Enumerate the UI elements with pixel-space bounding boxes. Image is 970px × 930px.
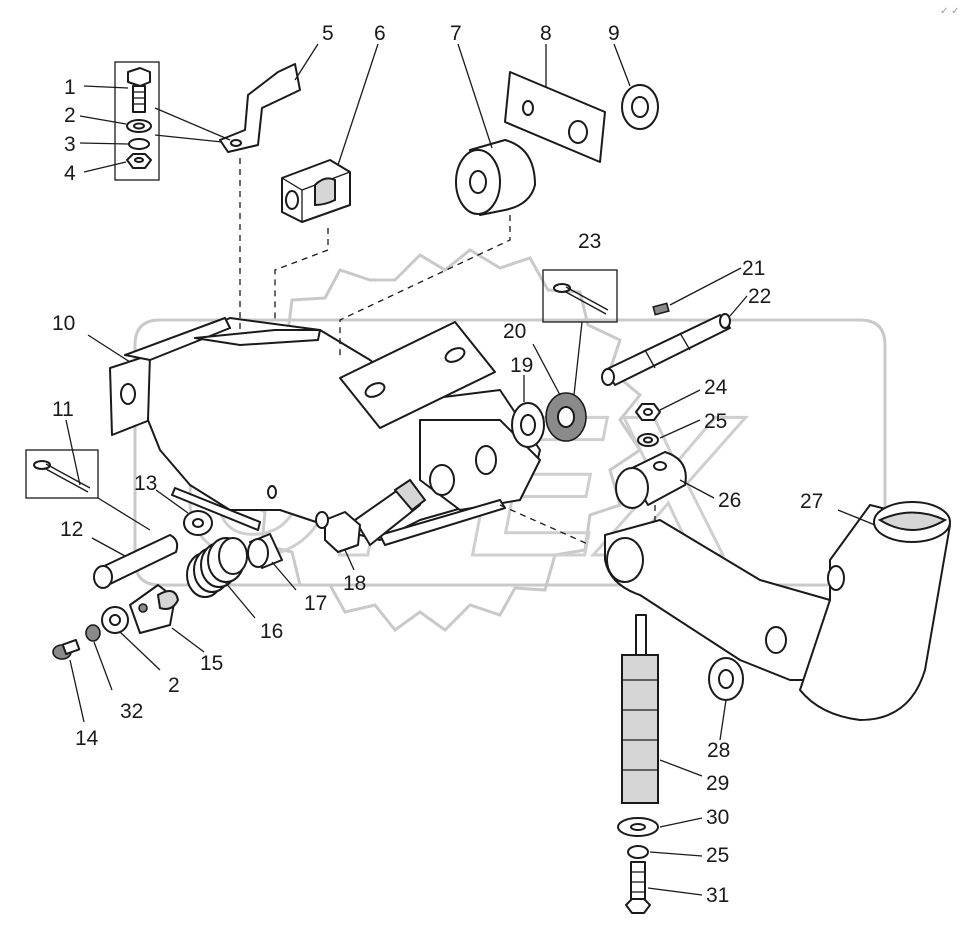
label-7: 7 [450,22,462,45]
label-16: 16 [260,620,283,643]
part-10-housing [109,317,541,546]
label-10: 10 [52,312,75,335]
label-11: 11 [52,398,74,421]
part-29-threaded-rod [621,614,659,804]
label-13: 13 [134,472,157,495]
part-1-bolt [127,67,151,113]
label-25-lower: 25 [706,844,729,867]
label-20: 20 [503,320,526,343]
label-2: 2 [64,104,76,127]
leader-lines [65,43,876,896]
part-8-plate [504,71,606,163]
part-11-box [25,449,99,499]
part-23-cotter-pin [553,283,609,315]
label-27: 27 [800,490,823,513]
label-30: 30 [706,806,729,829]
part-25-lock-washer-lower [627,845,649,859]
part-23-box [542,269,618,323]
label-9: 9 [608,22,620,45]
label-8: 8 [540,22,552,45]
part-21-key [652,302,670,316]
corner-mark: ✓ ✓ [940,6,960,17]
part-12-pin [93,534,179,589]
part-3-lock-washer [128,138,150,150]
label-14: 14 [75,727,99,750]
part-32-lock-washer [85,624,101,642]
label-28: 28 [707,739,730,762]
label-1: 1 [64,76,76,99]
label-2-lower: 2 [168,674,180,697]
part-31-bolt [625,861,651,914]
part-20-castle-nut [545,392,587,442]
label-17: 17 [304,592,327,615]
label-23: 23 [578,230,601,253]
label-29: 29 [706,772,729,795]
part-22-shaft [601,313,731,386]
part-7-bushing [455,139,536,216]
label-12: 12 [60,518,83,541]
part-6-block [281,159,351,223]
label-21: 21 [742,257,765,280]
part-11-cotter-pin [33,460,91,493]
label-31: 31 [706,884,729,907]
label-3: 3 [64,133,76,156]
label-15: 15 [200,652,223,675]
label-5: 5 [322,22,334,45]
part-15-lever-plate [129,584,180,634]
label-6: 6 [374,22,386,45]
label-26: 26 [718,489,741,512]
part-26-hub [615,451,687,509]
label-4: 4 [64,162,76,185]
part-5-bracket [219,63,301,153]
part-17-sleeve [247,533,283,569]
part-14-screw [52,638,81,660]
part-16-spring [186,537,248,598]
label-32: 32 [120,700,143,723]
label-18: 18 [343,572,366,595]
part-labels: 1 2 3 4 5 6 7 8 9 10 11 12 13 14 15 16 2… [52,22,823,907]
label-25-upper: 25 [704,410,727,433]
part-27-pedal-arm [604,501,951,721]
label-19: 19 [510,354,533,377]
label-22: 22 [748,285,771,308]
label-24: 24 [704,376,728,399]
fastener-group-box [114,61,160,181]
part-18-bolt [315,478,427,553]
